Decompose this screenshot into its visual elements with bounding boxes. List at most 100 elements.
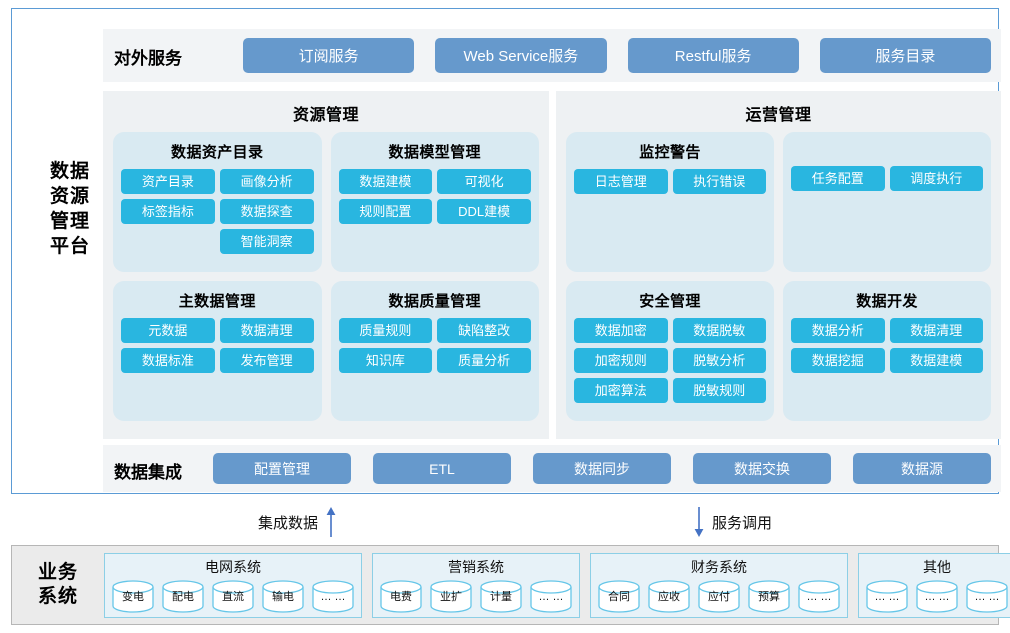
service-button-catalog[interactable]: 服务目录	[819, 38, 991, 73]
database-cylinder-icon	[212, 579, 254, 613]
data-integration-label: 数据集成	[114, 463, 182, 482]
pill-quality-analysis[interactable]: 质量分析	[437, 348, 531, 373]
pill-log-management[interactable]: 日志管理	[574, 169, 668, 194]
database-cylinder-icon	[598, 579, 640, 613]
pill-data-modeling[interactable]: 数据建模	[338, 169, 433, 194]
pill-task-config[interactable]: 任务配置	[791, 166, 885, 191]
database-node-label: 预算	[758, 590, 780, 603]
database-node-label: … …	[320, 590, 346, 603]
card-items-security-management: 数据加密 数据脱敏 加密规则 脱敏分析 加密算法 脱敏规则	[574, 318, 766, 403]
card-title-master-data-management: 主数据管理	[178, 293, 256, 310]
database-cylinder-icon	[966, 579, 1008, 613]
service-button-restful[interactable]: Restful服务	[627, 38, 799, 73]
service-button-webservice[interactable]: Web Service服务	[435, 38, 607, 73]
pill-quality-rules[interactable]: 质量规则	[338, 318, 433, 343]
region-operation-management: 运营管理 监控警告 日志管理 执行错误 任务配置 调度执行	[556, 91, 1001, 439]
database-node[interactable]: … …	[311, 579, 355, 613]
pill-data-mining[interactable]: 数据挖掘	[791, 348, 885, 373]
pill-encryption-algorithm[interactable]: 加密算法	[574, 378, 668, 403]
business-systems-groups: 电网系统 变电 配电	[104, 552, 1010, 618]
integration-button-config-management[interactable]: 配置管理	[213, 453, 351, 484]
database-node-label: … …	[538, 590, 564, 603]
database-node[interactable]: 配电	[161, 579, 205, 613]
database-node[interactable]: 应付	[697, 579, 741, 613]
database-node-label: 应收	[658, 590, 680, 603]
integration-button-data-sync[interactable]: 数据同步	[533, 453, 671, 484]
card-title-data-model-management: 数据模型管理	[388, 144, 481, 161]
integration-button-data-exchange[interactable]: 数据交换	[693, 453, 831, 484]
database-node[interactable]: 计量	[479, 579, 523, 613]
database-node[interactable]: … …	[797, 579, 841, 613]
db-row-power-grid: 变电 配电 直流	[111, 579, 355, 613]
pill-masking-rules[interactable]: 脱敏规则	[672, 378, 766, 403]
database-cylinder-icon	[430, 579, 472, 613]
pill-tag-metrics[interactable]: 标签指标	[121, 199, 215, 224]
data-integration-band: 数据集成 配置管理 ETL 数据同步 数据交换 数据源	[103, 445, 1001, 492]
service-button-subscription[interactable]: 订阅服务	[243, 38, 415, 73]
pill-data-exploration[interactable]: 数据探查	[219, 199, 314, 224]
database-node[interactable]: … …	[965, 579, 1009, 613]
pill-defect-rectification[interactable]: 缺陷整改	[437, 318, 531, 343]
region-title-resource-management: 资源管理	[292, 107, 359, 124]
pill-data-analysis[interactable]: 数据分析	[791, 318, 885, 343]
pill-data-encryption[interactable]: 数据加密	[574, 318, 668, 343]
card-data-quality-management: 数据质量管理 质量规则 缺陷整改 知识库 质量分析	[330, 281, 539, 421]
pill-data-masking[interactable]: 数据脱敏	[672, 318, 766, 343]
pill-execution-error[interactable]: 执行错误	[672, 169, 766, 194]
card-items-data-asset-catalog: 资产目录 画像分析 标签指标 数据探查 智能洞察	[121, 169, 314, 254]
card-title-data-development: 数据开发	[856, 293, 918, 310]
card-items-scheduling: 任务配置 调度执行	[791, 166, 983, 191]
pill-smart-insight[interactable]: 智能洞察	[219, 229, 314, 254]
database-cylinder-icon	[798, 579, 840, 613]
database-cylinder-icon	[312, 579, 354, 613]
pill-metadata[interactable]: 元数据	[121, 318, 215, 343]
database-node[interactable]: … …	[529, 579, 573, 613]
pill-publish-management[interactable]: 发布管理	[219, 348, 314, 373]
pill-data-standard[interactable]: 数据标准	[121, 348, 215, 373]
business-group-title-power-grid: 电网系统	[205, 558, 261, 575]
database-node[interactable]: … …	[865, 579, 909, 613]
arrow-up-icon	[326, 507, 336, 537]
pill-data-cleaning[interactable]: 数据清理	[889, 318, 983, 343]
business-systems-label-line-1: 业务	[37, 562, 78, 583]
database-cylinder-icon	[380, 579, 422, 613]
card-data-asset-catalog: 数据资产目录 资产目录 画像分析 标签指标 数据探查 智能洞察	[113, 132, 322, 272]
pill-asset-catalog[interactable]: 资产目录	[121, 169, 215, 194]
card-security-management: 安全管理 数据加密 数据脱敏 加密规则 脱敏分析 加密算法 脱敏规则	[566, 281, 774, 421]
integration-button-data-source[interactable]: 数据源	[853, 453, 991, 484]
database-node[interactable]: 业扩	[429, 579, 473, 613]
business-group-power-grid: 电网系统 变电 配电	[104, 552, 362, 618]
pill-visualization[interactable]: 可视化	[437, 169, 531, 194]
pill-rule-config[interactable]: 规则配置	[338, 199, 433, 224]
database-node[interactable]: 变电	[111, 579, 155, 613]
database-node[interactable]: 电费	[379, 579, 423, 613]
card-items-monitoring-alert: 日志管理 执行错误	[574, 169, 766, 194]
pill-knowledge-base[interactable]: 知识库	[338, 348, 433, 373]
database-node-label: 输电	[272, 590, 294, 603]
database-cylinder-icon	[530, 579, 572, 613]
database-node[interactable]: 合同	[597, 579, 641, 613]
pill-data-modeling-dev[interactable]: 数据建模	[889, 348, 983, 373]
integration-button-etl[interactable]: ETL	[373, 453, 511, 484]
database-node-label: … …	[974, 590, 1000, 603]
business-systems-label: 业务 系统	[12, 561, 104, 609]
business-group-title-marketing: 营销系统	[448, 558, 504, 575]
database-node[interactable]: 应收	[647, 579, 691, 613]
pill-masking-analysis[interactable]: 脱敏分析	[672, 348, 766, 373]
pill-encryption-rules[interactable]: 加密规则	[574, 348, 668, 373]
database-cylinder-icon	[112, 579, 154, 613]
database-node[interactable]: 预算	[747, 579, 791, 613]
pill-ddl-modeling[interactable]: DDL建模	[437, 199, 531, 224]
pill-portrait-analysis[interactable]: 画像分析	[219, 169, 314, 194]
card-scheduling: 任务配置 调度执行	[783, 132, 991, 272]
pill-data-cleansing[interactable]: 数据清理	[219, 318, 314, 343]
card-title-monitoring-alert: 监控警告	[639, 144, 701, 161]
database-node[interactable]: … …	[915, 579, 959, 613]
database-cylinder-icon	[698, 579, 740, 613]
pill-schedule-execution[interactable]: 调度执行	[889, 166, 983, 191]
card-master-data-management: 主数据管理 元数据 数据清理 数据标准 发布管理	[113, 281, 322, 421]
region-resource-management: 资源管理 数据资产目录 资产目录 画像分析 标签指标 数据探查 智能洞察	[103, 91, 549, 439]
database-node[interactable]: 输电	[261, 579, 305, 613]
business-systems-frame: 业务 系统 电网系统 变电	[11, 545, 1010, 625]
database-node[interactable]: 直流	[211, 579, 255, 613]
